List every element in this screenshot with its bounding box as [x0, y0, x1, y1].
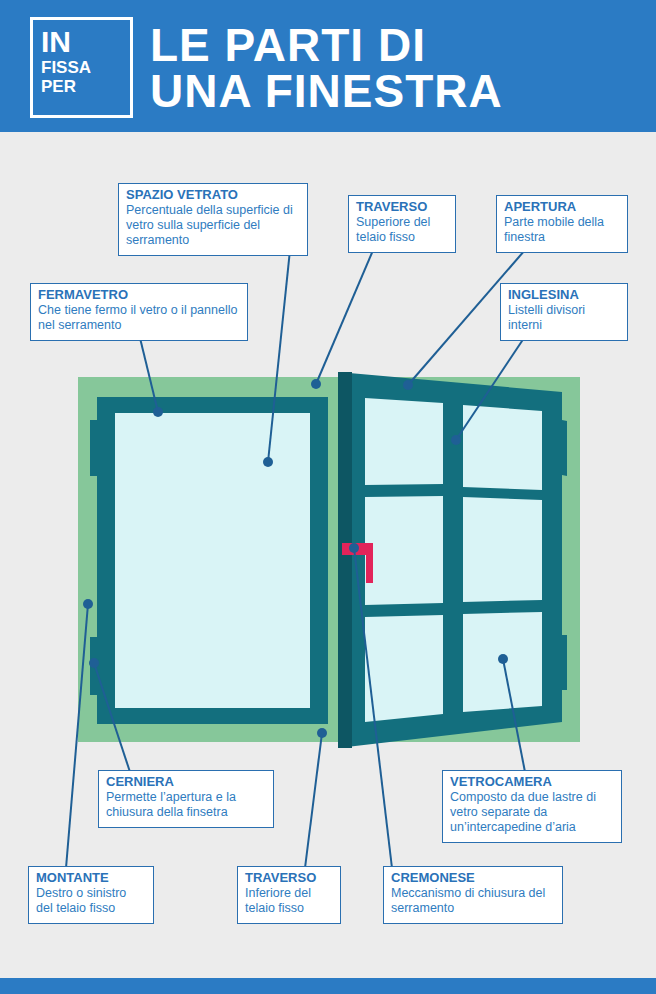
callout-box: INGLESINAListelli divisori interni: [500, 283, 628, 341]
part-description: Percentuale della superficie di vetro su…: [126, 203, 300, 248]
logo-text: PER: [41, 77, 122, 97]
left-glass: [115, 413, 310, 708]
callout-box: FERMAVETROChe tiene fermo il vetro o il …: [30, 283, 248, 341]
callout-box: APERTURAParte mobile della finestra: [496, 195, 628, 253]
callout-box: CERNIERAPermette l’apertura e la chiusur…: [98, 770, 274, 828]
logo-box: INFISSAPER: [30, 17, 133, 118]
callout-box: SPAZIO VETRATOPercentuale della superfic…: [118, 183, 308, 256]
sash-edge: [338, 372, 352, 748]
handle: [366, 543, 373, 583]
part-description: Listelli divisori interni: [508, 303, 620, 333]
hinge: [90, 637, 98, 695]
fixed-frame: [78, 377, 580, 742]
glass-panes: [365, 398, 542, 722]
page-title: LE PARTI DI UNA FINESTRA: [150, 22, 520, 114]
part-name: TRAVERSO: [356, 199, 448, 215]
part-description: Meccanismo di chiusura del serramento: [391, 886, 555, 916]
part-name: APERTURA: [504, 199, 620, 215]
part-name: SPAZIO VETRATO: [126, 187, 300, 203]
part-description: Permette l’apertura e la chiusura della …: [106, 790, 266, 820]
part-name: CERNIERA: [106, 774, 266, 790]
hinge: [90, 420, 98, 476]
part-description: Destro o sinistro del telaio fisso: [36, 886, 146, 916]
hinge: [562, 420, 567, 476]
logo-text: FISSA: [41, 58, 122, 78]
hinge: [562, 635, 567, 690]
part-name: MONTANTE: [36, 870, 146, 886]
callout-box: CREMONESEMeccanismo di chiusura del serr…: [383, 866, 563, 924]
footer-band: [0, 978, 656, 994]
part-name: INGLESINA: [508, 287, 620, 303]
part-description: Parte mobile della finestra: [504, 215, 620, 245]
logo-text: IN: [41, 26, 122, 58]
part-name: TRAVERSO: [245, 870, 333, 886]
part-name: FERMAVETRO: [38, 287, 240, 303]
part-name: CREMONESE: [391, 870, 555, 886]
part-description: Composto da due lastre di vetro separate…: [450, 790, 614, 835]
part-description: Che tiene fermo il vetro o il pannello n…: [38, 303, 240, 333]
part-description: Inferiore del telaio fisso: [245, 886, 333, 916]
callout-box: MONTANTEDestro o sinistro del telaio fis…: [28, 866, 154, 924]
part-description: Superiore del telaio fisso: [356, 215, 448, 245]
part-name: VETROCAMERA: [450, 774, 614, 790]
left-sash: [97, 397, 328, 724]
header-band: [0, 0, 656, 132]
leader-dots: [83, 379, 508, 738]
callout-box: VETROCAMERAComposto da due lastre di vet…: [442, 770, 622, 843]
callout-box: TRAVERSOSuperiore del telaio fisso: [348, 195, 456, 253]
callout-box: TRAVERSOInferiore del telaio fisso: [237, 866, 341, 924]
